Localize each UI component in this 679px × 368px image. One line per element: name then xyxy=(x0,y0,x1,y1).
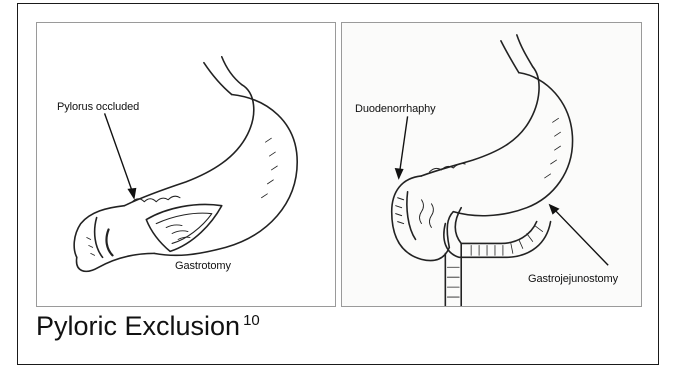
stomach-gastrojejunostomy-illustration xyxy=(342,23,641,306)
label-gastrojejunostomy: Gastrojejunostomy xyxy=(528,273,618,285)
slide-frame: Pylorus occluded Gastrotomy xyxy=(17,3,659,365)
right-illustration-panel: Duodenorrhaphy Gastrojejunostomy xyxy=(341,22,642,307)
left-illustration-panel: Pylorus occluded Gastrotomy xyxy=(36,22,336,307)
caption-title: Pyloric Exclusion xyxy=(36,311,240,341)
caption-reference: 10 xyxy=(243,312,260,329)
label-duodenorrhaphy: Duodenorrhaphy xyxy=(355,103,436,115)
label-gastrotomy: Gastrotomy xyxy=(175,260,231,272)
label-pylorus-occluded: Pylorus occluded xyxy=(57,101,139,113)
